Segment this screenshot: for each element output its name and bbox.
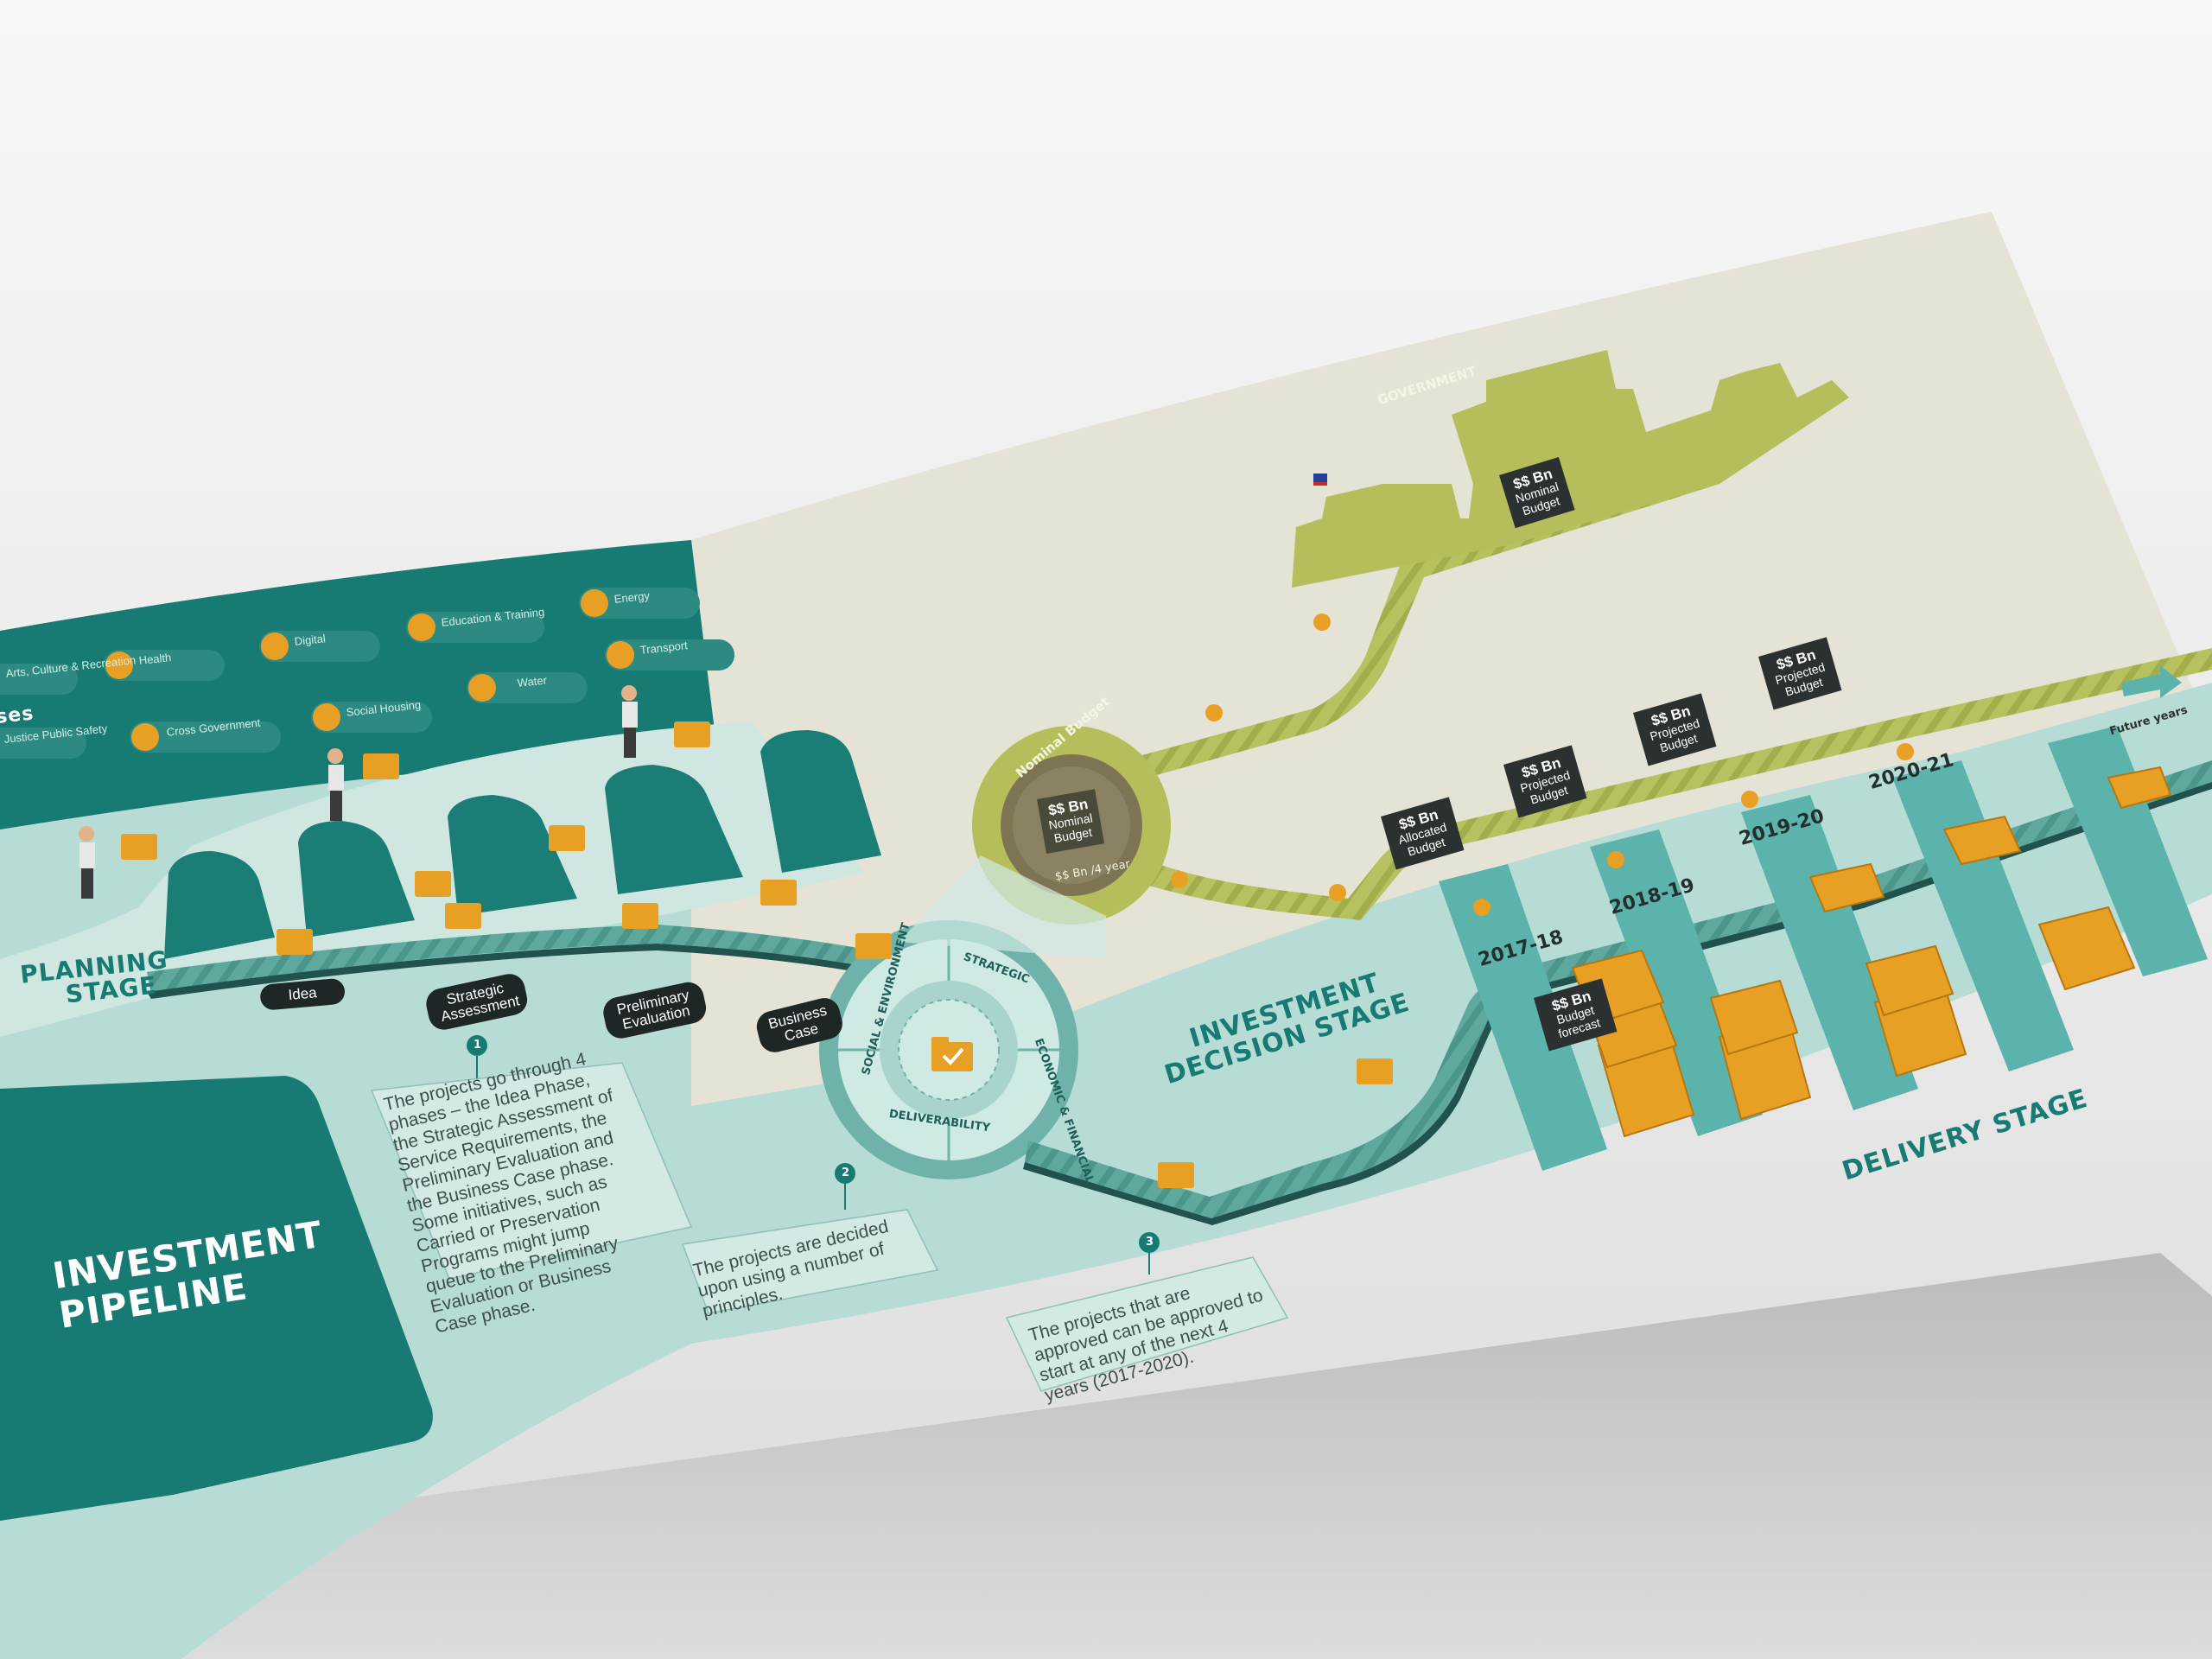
delivery-conveyor bbox=[1025, 760, 2212, 1218]
government-conveyor bbox=[1054, 458, 1728, 810]
step-2-frame bbox=[681, 1209, 939, 1314]
future-arrow-icon bbox=[2121, 665, 2182, 698]
delivery-columns bbox=[1439, 726, 2208, 1171]
approved-folder-icon bbox=[931, 1037, 973, 1071]
coin-markers bbox=[1171, 613, 1914, 916]
planning-folders bbox=[121, 721, 1393, 1188]
paper-shadow bbox=[0, 1253, 2212, 1659]
step-3-frame bbox=[1005, 1256, 1289, 1392]
worker-figures bbox=[79, 685, 638, 899]
connector-cone bbox=[899, 855, 1106, 959]
government-building bbox=[1292, 350, 1849, 588]
step-3-number: 3 bbox=[1146, 1236, 1154, 1249]
sector-pills bbox=[0, 588, 734, 759]
step-markers bbox=[467, 1035, 1160, 1274]
planning-towers bbox=[164, 730, 881, 959]
step-1-frame bbox=[370, 1062, 693, 1280]
step-2-number: 2 bbox=[842, 1166, 850, 1179]
planning-conveyor bbox=[147, 925, 873, 994]
title-panel bbox=[0, 1076, 433, 1521]
step-1-number: 1 bbox=[474, 1039, 482, 1052]
nominal-budget-box: $$ Bn Nominal Budget bbox=[1037, 789, 1105, 855]
sectors-heading: ses bbox=[0, 702, 35, 728]
flag-icon bbox=[1313, 474, 1327, 482]
